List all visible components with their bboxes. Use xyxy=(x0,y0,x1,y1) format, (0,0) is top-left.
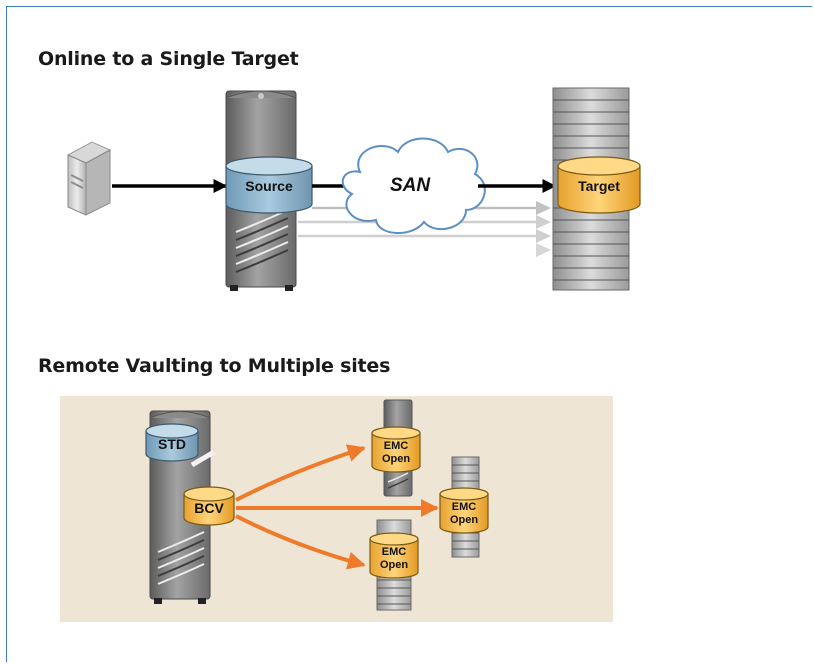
bcv-cylinder-icon: BCV xyxy=(183,486,235,526)
host-server-icon xyxy=(66,141,112,216)
emc-label: EMC xyxy=(452,501,477,513)
emc-label: EMC xyxy=(384,440,409,452)
section-title-remote-vaulting: Remote Vaulting to Multiple sites xyxy=(38,355,391,377)
emc-open-cylinder-1-icon: EMC Open xyxy=(371,426,421,473)
bcv-label: BCV xyxy=(194,500,224,516)
open-label: Open xyxy=(380,559,408,571)
emc-open-cylinder-3-icon: EMC Open xyxy=(369,532,419,579)
section-title-online-single-target: Online to a Single Target xyxy=(38,48,299,70)
std-cylinder-icon: STD xyxy=(145,423,199,462)
std-label: STD xyxy=(158,436,186,452)
target-label: Target xyxy=(578,178,620,194)
content-frame xyxy=(6,6,812,662)
san-label: SAN xyxy=(390,175,431,196)
open-label: Open xyxy=(450,514,478,526)
cloud-icon: SAN xyxy=(341,137,486,235)
target-cylinder-icon: Target xyxy=(557,156,641,214)
vault-arrows xyxy=(235,444,439,570)
source-cylinder-icon: Source xyxy=(225,156,313,214)
source-label: Source xyxy=(245,178,293,194)
emc-label: EMC xyxy=(382,546,407,558)
open-label: Open xyxy=(382,453,410,465)
emc-open-cylinder-2-icon: EMC Open xyxy=(439,487,489,534)
